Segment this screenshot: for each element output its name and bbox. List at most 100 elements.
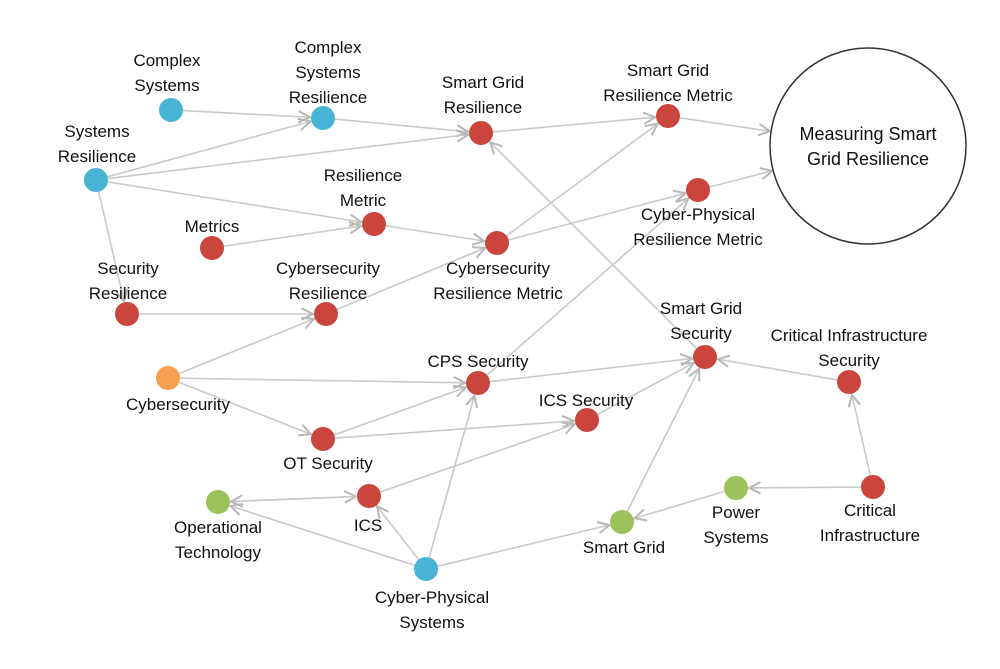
- label-cybersecurity-resilience-metric-line-1: Cybersecurity: [446, 259, 550, 278]
- label-cyber-physical-resilience-metric-line-2: Resilience Metric: [633, 230, 763, 249]
- edge-critical-infrastructure-to-critical-infrastructure-security: [852, 395, 872, 476]
- node-smart-grid-security: [693, 345, 717, 369]
- label-complex-systems-line-1: Complex: [133, 51, 201, 70]
- edge-systems-resilience-to-resilience-metric: [107, 181, 361, 222]
- node-complex-systems: [159, 98, 183, 122]
- label-cyber-physical-systems-line-2: Systems: [399, 613, 464, 632]
- edge-systems-resilience-to-security-resilience: [97, 191, 124, 302]
- edge-cybersecurity-to-cps-security: [179, 378, 465, 383]
- label-operational-technology-line-1: Operational: [174, 518, 262, 537]
- label-critical-infrastructure-line-2: Infrastructure: [820, 526, 920, 545]
- edge-cybersecurity-resilience-metric-to-cyber-physical-resilience-metric: [508, 193, 686, 241]
- node-smart-grid-resilience: [469, 121, 493, 145]
- label-cybersecurity-resilience-line-2: Resilience: [289, 284, 367, 303]
- edge-complex-systems-to-complex-systems-resilience: [182, 109, 310, 118]
- edge-smart-grid-security-to-smart-grid-resilience: [490, 142, 698, 350]
- node-security-resilience: [115, 302, 139, 326]
- label-cybersecurity-resilience-metric-line-2: Resilience Metric: [433, 284, 563, 303]
- label-smart-grid-resilience-line-2: Resilience: [444, 98, 522, 117]
- label-systems-resilience-line-1: Systems: [64, 122, 129, 141]
- edge-smart-grid-resilience-metric-to-goal: [679, 117, 770, 132]
- node-cps-security: [466, 371, 490, 395]
- node-complex-systems-resilience: [311, 106, 335, 130]
- edge-cyber-physical-systems-to-operational-technology: [230, 506, 415, 567]
- node-systems-resilience: [84, 168, 108, 192]
- label-ot-security-line-1: OT Security: [283, 454, 373, 473]
- node-ics-security: [575, 408, 599, 432]
- edge-cyber-physical-resilience-metric-to-goal: [709, 171, 773, 188]
- edge-cyber-physical-systems-to-ics: [377, 506, 420, 560]
- label-ics-line-1: ICS: [354, 516, 382, 535]
- label-ics-security-line-1: ICS Security: [539, 391, 634, 410]
- label-cyber-physical-resilience-metric-line-1: Cyber-Physical: [641, 205, 755, 224]
- node-resilience-metric: [362, 212, 386, 236]
- edge-cps-security-to-cyber-physical-resilience-metric: [486, 199, 688, 376]
- label-cybersecurity-line-1: Cybersecurity: [126, 395, 230, 414]
- label-cyber-physical-systems-line-1: Cyber-Physical: [375, 588, 489, 607]
- edge-ics-to-operational-technology: [231, 497, 358, 502]
- edge-systems-resilience-to-smart-grid-resilience: [107, 135, 468, 180]
- node-cybersecurity-resilience: [314, 302, 338, 326]
- label-metrics-line-1: Metrics: [185, 217, 240, 236]
- edge-cyber-physical-systems-to-smart-grid: [437, 525, 610, 567]
- label-smart-grid-security-line-2: Security: [670, 324, 732, 343]
- edge-metrics-to-resilience-metric: [223, 226, 361, 247]
- node-ics: [357, 484, 381, 508]
- node-cybersecurity-resilience-metric: [485, 231, 509, 255]
- node-operational-technology: [206, 490, 230, 514]
- label-smart-grid-line-1: Smart Grid: [583, 538, 665, 557]
- label-smart-grid-security-line-1: Smart Grid: [660, 299, 742, 318]
- edge-cybersecurity-to-cybersecurity-resilience: [178, 319, 314, 375]
- edge-power-systems-to-smart-grid: [635, 490, 725, 518]
- edge-cybersecurity-resilience-to-cybersecurity-resilience-metric: [336, 248, 485, 311]
- goal-label-line-2: Grid Resilience: [807, 149, 929, 169]
- label-power-systems-line-2: Systems: [703, 528, 768, 547]
- label-complex-systems-resilience-line-2: Systems: [295, 63, 360, 82]
- node-power-systems: [724, 476, 748, 500]
- label-cps-security-line-1: CPS Security: [427, 352, 529, 371]
- edge-ot-security-to-ics-security: [334, 421, 574, 439]
- edge-cybersecurity-to-ot-security: [178, 381, 311, 434]
- edge-critical-infrastructure-to-power-systems: [749, 487, 862, 488]
- node-smart-grid: [610, 510, 634, 534]
- label-cybersecurity-resilience-line-1: Cybersecurity: [276, 259, 380, 278]
- edge-ics-security-to-smart-grid-security: [597, 363, 694, 416]
- label-critical-infrastructure-security-line-2: Security: [818, 351, 880, 370]
- label-resilience-metric-line-1: Resilience: [324, 166, 402, 185]
- label-complex-systems-line-2: Systems: [134, 76, 199, 95]
- edge-ics-to-ics-security: [380, 424, 574, 493]
- edge-systems-resilience-to-complex-systems-resilience: [107, 121, 311, 178]
- goal-node: Measuring Smart Grid Resilience: [769, 47, 967, 245]
- label-smart-grid-resilience-metric-line-2: Resilience Metric: [603, 86, 733, 105]
- node-cyber-physical-resilience-metric: [686, 178, 710, 202]
- edge-ot-security-to-cps-security: [334, 387, 466, 436]
- node-critical-infrastructure-security: [837, 370, 861, 394]
- label-security-resilience-line-2: Resilience: [89, 284, 167, 303]
- node-smart-grid-resilience-metric: [656, 104, 680, 128]
- edge-smart-grid-to-smart-grid-security: [626, 369, 699, 512]
- node-metrics: [200, 236, 224, 260]
- node-layer: [84, 98, 885, 581]
- edge-resilience-metric-to-cybersecurity-resilience-metric: [385, 225, 484, 241]
- label-layer: ComplexSystemsComplexSystemsResilienceSy…: [58, 38, 928, 632]
- edge-critical-infrastructure-security-to-smart-grid-security: [718, 359, 838, 381]
- label-operational-technology-line-2: Technology: [175, 543, 262, 562]
- node-cyber-physical-systems: [414, 557, 438, 581]
- label-security-resilience-line-1: Security: [97, 259, 159, 278]
- label-complex-systems-resilience-line-3: Resilience: [289, 88, 367, 107]
- label-resilience-metric-line-2: Metric: [340, 191, 387, 210]
- node-ot-security: [311, 427, 335, 451]
- goal-circle: [769, 47, 967, 245]
- label-smart-grid-resilience-metric-line-1: Smart Grid: [627, 61, 709, 80]
- edge-smart-grid-resilience-to-smart-grid-resilience-metric: [492, 117, 655, 133]
- label-complex-systems-resilience-line-1: Complex: [294, 38, 362, 57]
- goal-label-line-1: Measuring Smart: [799, 124, 936, 144]
- edge-cyber-physical-systems-to-cps-security: [428, 396, 474, 558]
- node-critical-infrastructure: [861, 475, 885, 499]
- label-critical-infrastructure-line-1: Critical: [844, 501, 896, 520]
- label-smart-grid-resilience-line-1: Smart Grid: [442, 73, 524, 92]
- label-power-systems-line-1: Power: [712, 503, 761, 522]
- edge-complex-systems-resilience-to-smart-grid-resilience: [334, 118, 468, 132]
- edge-cps-security-to-smart-grid-security: [489, 359, 692, 383]
